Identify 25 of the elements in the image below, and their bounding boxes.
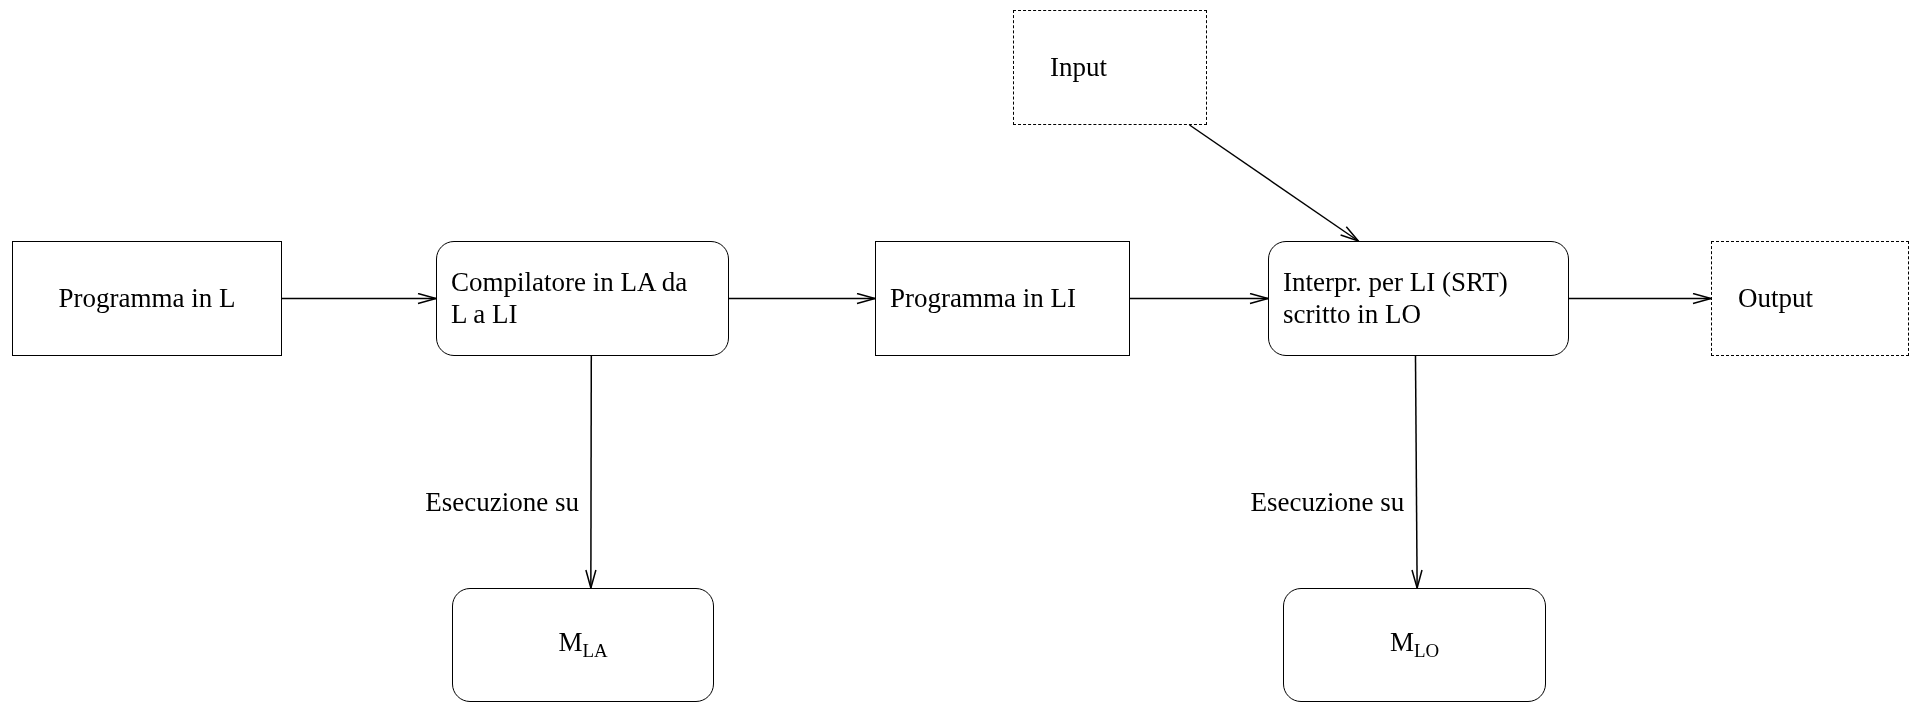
arrow: [1568, 292, 1712, 305]
arrow: [1411, 355, 1423, 589]
rounded-box: [1268, 241, 1569, 356]
box-label: Interpr. per LI (SRT) scritto in LO: [1283, 267, 1509, 330]
process-box: [875, 241, 1130, 356]
box-label: Input: [1050, 51, 1107, 83]
rounded-box: [452, 588, 714, 702]
rounded-box: [436, 241, 729, 356]
arrow: [728, 292, 876, 305]
arrow: [585, 355, 597, 589]
arrow: [1129, 292, 1269, 305]
arrow: [1188, 124, 1360, 242]
rounded-box: [1283, 588, 1546, 702]
box-label: M$_{LA}$: [558, 627, 608, 663]
edge-label: Esecuzione su: [1250, 486, 1405, 518]
process-box: [12, 241, 282, 356]
box-label: Output: [1738, 282, 1813, 314]
dashed-box: [1013, 10, 1207, 125]
dashed-box: [1711, 241, 1909, 356]
box-label: M$_{LO}$: [1389, 627, 1440, 663]
box-label: Compilatore in LA da L a LI: [451, 267, 689, 330]
edge-label: Esecuzione su: [425, 486, 580, 518]
box-label: Programma in LI: [890, 282, 1076, 314]
box-label: Programma in L: [58, 282, 236, 314]
arrow: [281, 292, 437, 305]
